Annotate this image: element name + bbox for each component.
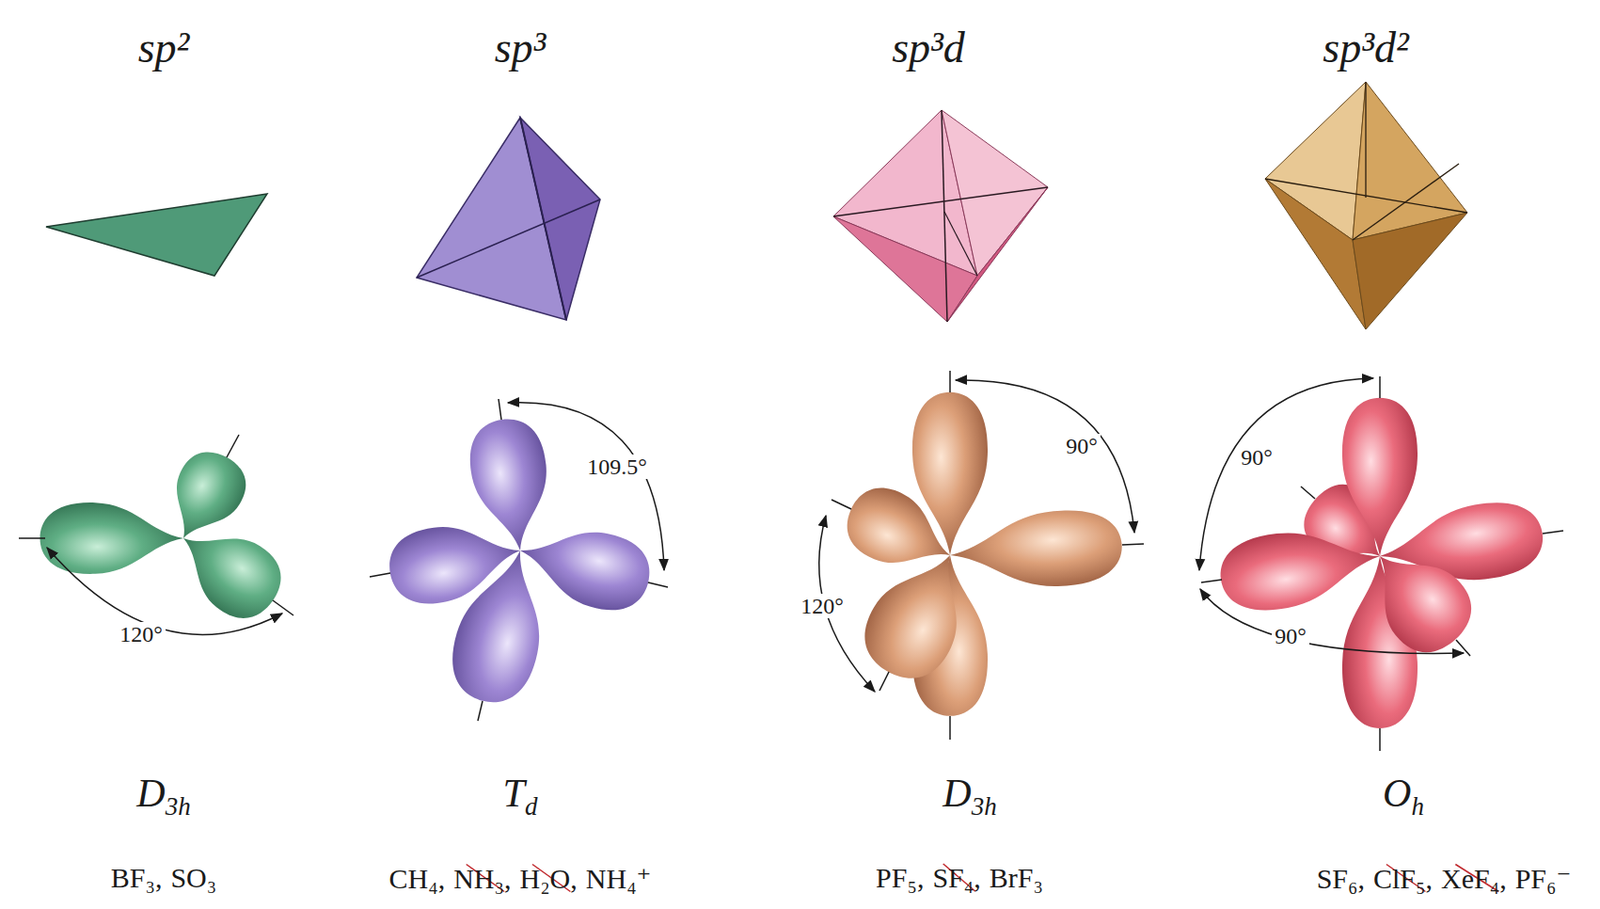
molecule-formula: NH₄⁺ — [586, 862, 652, 894]
molecule-formula: PF₆⁻ — [1515, 862, 1572, 894]
point-group: D3h — [942, 770, 997, 822]
angle-label-box: 120° — [797, 593, 847, 619]
molecule-formula: XeF₄, — [1441, 862, 1507, 894]
angle-label-box: 90° — [1062, 433, 1101, 460]
molecule-formula: NH₃, — [453, 862, 511, 894]
point-group: Td — [503, 770, 539, 822]
hybridization-label: sp³ — [494, 23, 547, 72]
molecule-formula: SF₄, — [932, 861, 981, 893]
molecule-formula: SF₆, — [1316, 862, 1365, 894]
point-group-subscript: h — [1410, 792, 1425, 821]
point-group: Oh — [1382, 770, 1425, 822]
example-formulas: CH₄,NH₃, H₂O,NH₄⁺ — [389, 861, 652, 895]
octahedron — [1265, 81, 1468, 330]
point-group-subscript: 3h — [165, 792, 191, 821]
bond-angle-label: 120° — [797, 593, 847, 618]
angle-label-box: 109.5° — [584, 454, 650, 480]
sp3d2-orbitals — [1199, 376, 1564, 751]
example-formulas: SF₆,ClF₅,XeF₄,PF₆⁻ — [1316, 861, 1572, 895]
bond-angle-label: 90° — [1062, 433, 1101, 459]
bond-angle-label: 109.5° — [584, 454, 650, 479]
sp3-orbitals — [369, 398, 668, 721]
hybridization-title: sp³d² — [1322, 22, 1409, 73]
bond-angle-label: 90° — [1237, 444, 1276, 470]
point-group-symbol: D — [942, 771, 971, 815]
point-group-symbol: D — [136, 771, 165, 815]
molecule-formula: ClF₅, — [1373, 862, 1433, 894]
hybridization-label: sp³d² — [1322, 23, 1409, 72]
hybridization-label: sp² — [138, 23, 191, 72]
bond-angle-label: 120° — [116, 621, 166, 647]
point-group-symbol: O — [1382, 771, 1411, 815]
point-group-subscript: d — [524, 792, 539, 821]
molecule-formula: SO₃ — [170, 861, 217, 893]
example-formulas: BF₃,SO₃ — [110, 861, 217, 894]
angle-label-box: 90° — [1271, 623, 1310, 650]
trigonal-plane — [46, 193, 268, 276]
tetrahedron — [416, 117, 601, 320]
example-formulas: PF₅,SF₄,BrF₃ — [875, 861, 1044, 894]
angle-label-box: 120° — [116, 621, 166, 648]
molecule-formula: BF₃, — [110, 861, 163, 893]
sp2-orbitals — [18, 434, 295, 634]
hybridization-title: sp³d — [891, 22, 966, 73]
molecule-formula: H₂O, — [520, 862, 578, 894]
hybridization-label: sp³d — [891, 23, 966, 72]
molecule-formula: PF₅, — [875, 861, 924, 893]
sp3d-orbitals — [819, 370, 1144, 740]
hybridization-title: sp³ — [494, 22, 547, 73]
angle-label-box: 90° — [1237, 444, 1276, 471]
point-group: D3h — [136, 770, 191, 822]
trigonal-bipyramid — [833, 110, 1048, 322]
bond-angle-label: 90° — [1271, 623, 1310, 649]
molecule-formula: BrF₃ — [989, 861, 1044, 893]
hybridization-title: sp² — [138, 22, 191, 73]
point-group-subscript: 3h — [971, 792, 998, 821]
molecule-formula: CH₄, — [389, 862, 446, 894]
point-group-symbol: T — [503, 771, 525, 815]
